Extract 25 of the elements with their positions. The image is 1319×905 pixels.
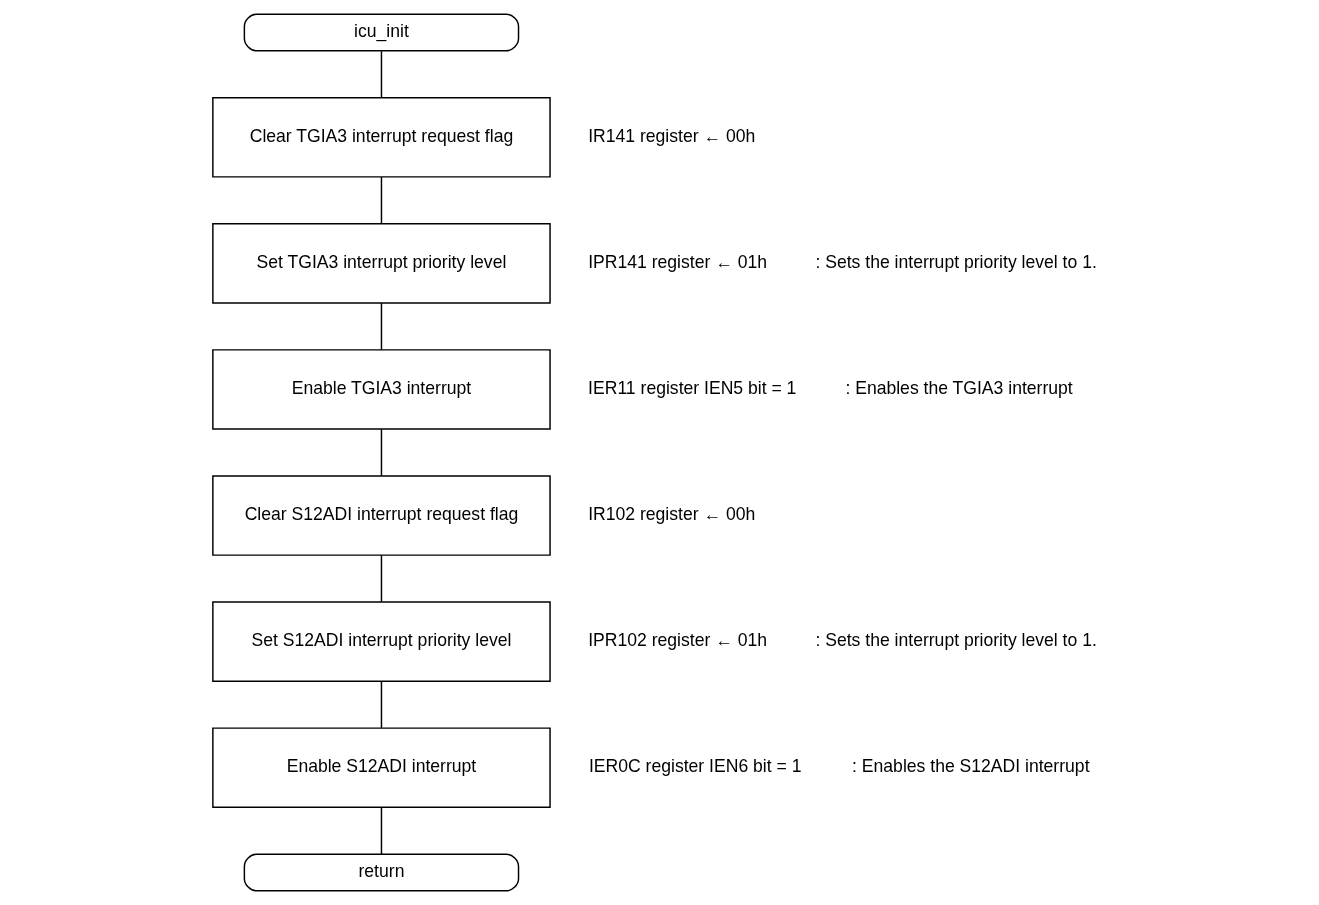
node-box: return xyxy=(243,853,519,892)
node-box: Clear TGIA3 interrupt request flag xyxy=(211,97,551,178)
node-label: : Enables the TGIA3 interrupt xyxy=(844,378,1073,399)
connector xyxy=(380,50,382,99)
node-label: : Enables the S12ADI interrupt xyxy=(851,756,1090,777)
node-label: IR141 register ← 00h xyxy=(587,125,755,146)
connector xyxy=(380,176,382,225)
node-label: IER11 register IEN5 bit = 1 xyxy=(587,378,796,399)
node-label: : Sets the interrupt priority level to 1. xyxy=(814,630,1097,651)
node-box: Clear S12ADI interrupt request flag xyxy=(211,475,551,556)
connector xyxy=(380,680,382,729)
connector xyxy=(380,302,382,351)
node-label: IPR102 register ← 01h xyxy=(587,630,767,651)
node-label: : Sets the interrupt priority level to 1. xyxy=(814,251,1097,272)
node-box: Set TGIA3 interrupt priority level xyxy=(211,223,551,304)
node-label: IER0C register IEN6 bit = 1 xyxy=(588,756,801,777)
connector xyxy=(380,806,382,855)
node-box: Set S12ADI interrupt priority level xyxy=(211,601,551,682)
node-label: IR102 register ← 00h xyxy=(587,504,755,525)
connector xyxy=(380,554,382,603)
node-box: Enable TGIA3 interrupt xyxy=(211,349,551,430)
node-box: Enable S12ADI interrupt xyxy=(211,727,551,808)
node-label: IPR141 register ← 01h xyxy=(587,251,767,272)
connector xyxy=(380,428,382,477)
node-box: icu_init xyxy=(243,13,519,52)
